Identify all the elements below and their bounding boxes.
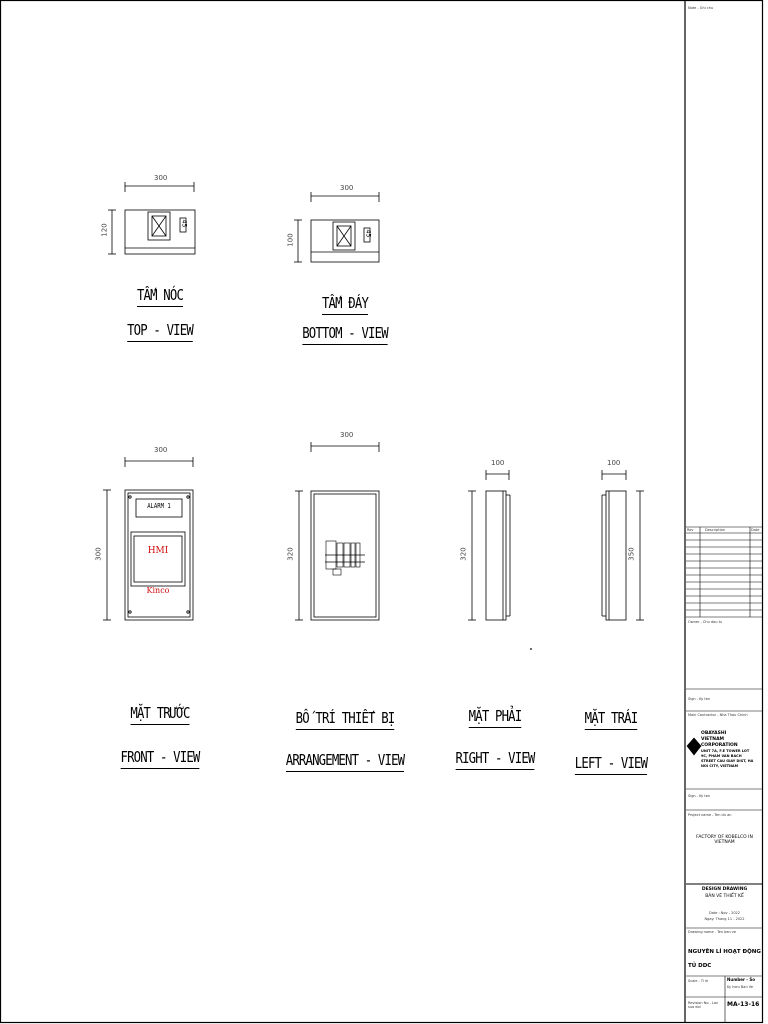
dim-right-width: 100 [491, 459, 505, 467]
tb-contractor-label: Main Contractor - Nha Thau Chinh [688, 713, 748, 717]
dim-bottom-width: 300 [340, 184, 354, 192]
top-view-marker: 45 [180, 219, 188, 228]
dim-right-height: 320 [459, 547, 468, 561]
hmi-label: HMI [147, 546, 169, 556]
tb-design-en: DESIGN DRAWING [701, 887, 748, 892]
tb-date-line2: Ngay: Thang 11 - 2022 [704, 917, 745, 921]
tb-company-name: OBAYASHI VIETNAM CORPORATION [701, 731, 738, 748]
tb-date-col: Date [751, 528, 760, 532]
title-block-grid [686, 526, 763, 1023]
tb-revision-label: Revision No - Lan sua doi [688, 1001, 719, 1009]
tb-drawing-number: MA-13-16 [727, 1001, 760, 1008]
dim-top-height: 120 [100, 223, 109, 237]
tb-scale-label: Scale - Ti le [688, 979, 709, 983]
left-view-title-vn: MẶT TRÁI [570, 709, 652, 730]
arrangement-view-drawing [295, 442, 380, 621]
bottom-view-marker: 45 [364, 229, 372, 238]
right-view-title-en: RIGHT - VIEW [450, 749, 540, 770]
front-view-drawing [103, 457, 194, 621]
top-view-title-vn: TẤM NÓC [111, 286, 209, 307]
tb-number-label: Number - So [727, 977, 755, 982]
top-view-title-en: TOP - VIEW [111, 321, 209, 342]
dim-front-height: 300 [94, 547, 103, 561]
bottom-view-drawing [294, 192, 380, 263]
front-view-title-en: FRONT - VIEW [111, 748, 209, 769]
tb-sign2-label: Sign - Ky ten [688, 794, 711, 798]
left-view-drawing [601, 470, 644, 621]
left-view-title-en: LEFT - VIEW [566, 754, 656, 775]
tb-project-label: Project name - Ten du an [688, 813, 732, 817]
bottom-view-title-en: BOTTOM - VIEW [296, 324, 394, 345]
tb-rev-col: Rev [687, 528, 694, 532]
tb-company-address: UNIT 7A, F.E TOWER LOT 9C, PHAM VAN BACH… [701, 749, 754, 768]
tb-drawing-name-2: TỦ DDC [688, 963, 712, 969]
tb-owner-label: Owner - Chu dau tu [688, 620, 723, 624]
tb-drawing-label: Drawing name - Ten ban ve [688, 930, 737, 934]
dim-front-width: 300 [154, 446, 168, 454]
tb-desc-col: Description [705, 528, 725, 532]
dim-left-width: 100 [607, 459, 621, 467]
tb-number-sub: Ky hieu Ban Ve [727, 985, 754, 989]
tb-note-label: Note - Ghi chu [688, 6, 714, 10]
arrangement-view-title-en: ARRANGEMENT - VIEW [275, 751, 414, 772]
tb-date-line1: Date : Nov - 2022 [709, 911, 740, 915]
tb-drawing-name-1: NGUYÊN LÍ HOẠT ĐỘNG [688, 949, 761, 955]
arrangement-view-title-vn: BỐ TRÍ THIẾT BỊ [284, 709, 407, 730]
alarm-label: ALARM 1 [147, 502, 171, 510]
dim-arrangement-height: 320 [286, 547, 295, 561]
tb-design-vn: BẢN VẼ THIẾT KẾ [705, 894, 744, 899]
tb-project-name: FACTORY OF KOBELCO IN VIETNAM [696, 835, 753, 845]
bottom-view-title-vn: TẤM ĐÁY [296, 294, 394, 315]
tb-sign1-label: Sign - Ky ten [688, 697, 711, 701]
right-view-title-vn: MẶT PHẢI [454, 707, 536, 728]
hmi-brand: Kinco [146, 586, 170, 595]
dim-top-width: 300 [154, 174, 168, 182]
dim-arrangement-width: 300 [340, 431, 354, 439]
right-view-drawing [468, 470, 511, 621]
top-view-drawing [108, 182, 196, 255]
dim-left-height: 350 [627, 547, 636, 561]
front-view-title-vn: MẶT TRƯỚC [111, 704, 209, 725]
dim-bottom-height: 100 [286, 233, 295, 247]
